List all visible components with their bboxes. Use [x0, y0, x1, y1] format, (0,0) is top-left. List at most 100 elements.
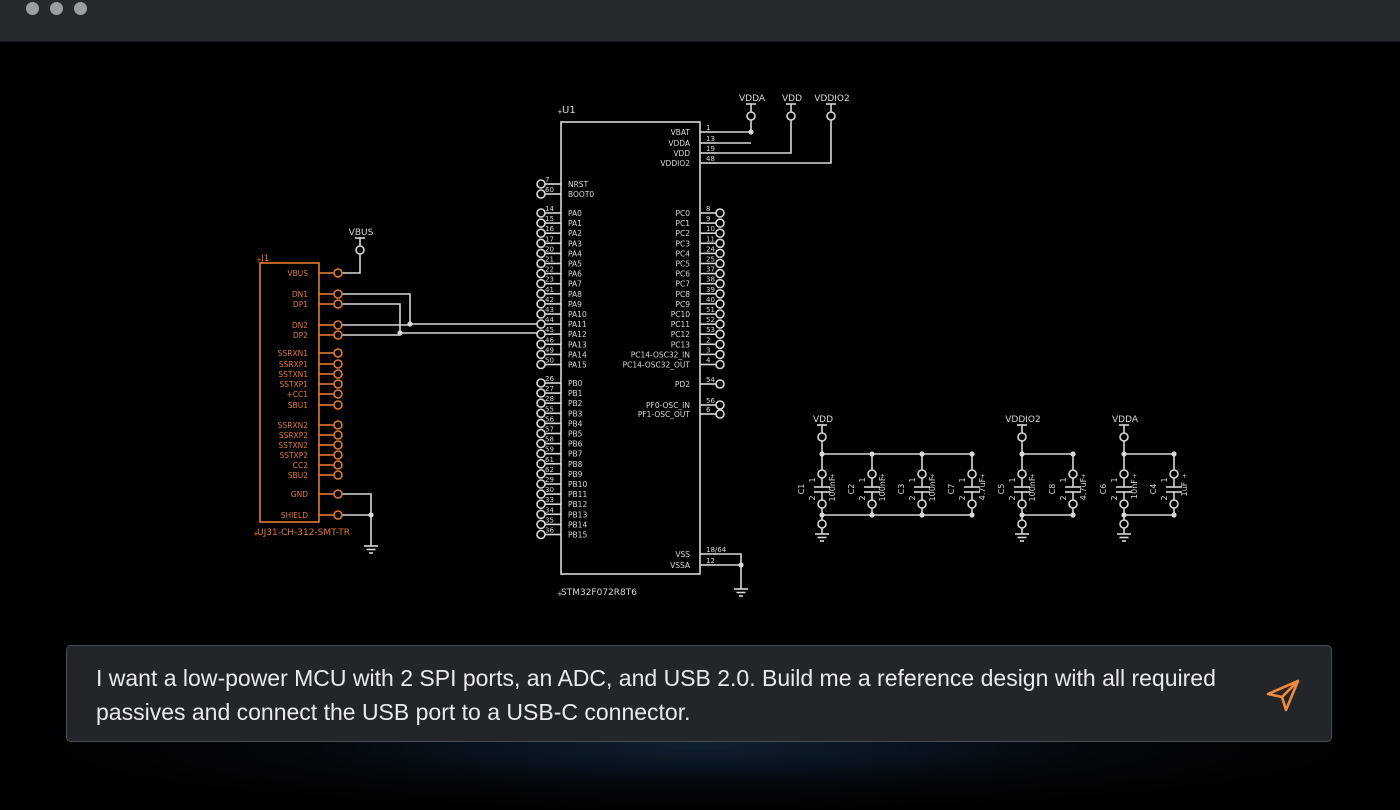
mcu-pin-number: 9 [706, 215, 710, 223]
prompt-box[interactable]: I want a low-power MCU with 2 SPI ports,… [66, 645, 1332, 742]
mcu-pin-name: PC14-OSC32_IN [631, 350, 690, 359]
cap-value: 4.7uF [1079, 477, 1088, 500]
mcu-pin-name: PB6 [568, 440, 583, 449]
mcu-pin-number: 37 [706, 266, 715, 274]
mcu-pin-name: PB1 [568, 389, 583, 398]
cap-pin-end [1017, 499, 1027, 509]
mcu-pin-number: 26 [545, 375, 554, 383]
cap-pin-end [1068, 499, 1078, 509]
mcu-pin-name: PF1-OSC_OUT [638, 410, 691, 419]
mcu-pin-number: 21 [545, 256, 554, 264]
mcu-pin-end [536, 299, 546, 309]
mcu-pin-end [715, 218, 725, 228]
mcu-pin-number: 27 [545, 385, 554, 393]
mcu-pin-name: PB11 [568, 490, 587, 499]
mcu-pin-number: 15 [545, 215, 554, 223]
mcu-pin-number: 28 [545, 395, 554, 403]
usb-c-connector-symbol[interactable]: +J1+UJ31-CH-312-SMT-TRVBUSDN1DP1DN2DP2SS… [253, 254, 350, 538]
usb-pin-name: SSTXN2 [278, 441, 308, 450]
mcu-pin-number: 25 [706, 256, 715, 264]
cap-plus: + [880, 473, 885, 480]
mcu-pin-number: 54 [706, 376, 715, 384]
mcu-pin-number: 2 [706, 336, 710, 344]
mcu-pin-number: 4 [706, 357, 711, 365]
mcu-pin-name: PA4 [568, 249, 582, 258]
mcu-pin-number: 56 [706, 397, 715, 405]
cap-pin-end [1119, 469, 1129, 479]
mcu-pin-end [715, 299, 725, 309]
mcu-pin-number: 57 [545, 426, 554, 434]
usb-pin-name: +CC1 [286, 390, 308, 399]
usb-pin-name: SSRXN1 [278, 349, 308, 358]
dp-wire [342, 303, 537, 334]
power-label: VDDIO2 [1005, 415, 1040, 425]
mcu-pin-number: 8 [706, 205, 710, 213]
mcu-pin-end [536, 479, 546, 489]
mcu-pin-number: 10 [706, 225, 715, 233]
mcu-pin-name: PC9 [675, 300, 690, 309]
mcu-pin-end [536, 349, 546, 360]
usb-pin-end [333, 330, 343, 340]
maximize-dot[interactable] [74, 2, 87, 15]
cap-plus: + [930, 473, 935, 480]
cap-pin-number: 1 [1059, 477, 1068, 482]
mcu-pin-name: NRST [568, 180, 589, 189]
mcu-pin-end [715, 258, 725, 269]
mcu-pin-number: 43 [545, 306, 554, 314]
mcu-pin-end [536, 329, 546, 340]
mcu-pin-name: PB2 [568, 399, 583, 408]
usb-pin-name: DP2 [293, 331, 308, 340]
mcu-pin-number: 51 [706, 306, 715, 314]
mcu-pin-end [536, 278, 546, 289]
mcu-pin-name: PA10 [568, 310, 587, 319]
mcu-pin-name: PB3 [568, 409, 583, 418]
cap-value: 4.7uF [978, 477, 987, 500]
usb-pin-end [333, 289, 343, 299]
mcu-pin-end [536, 388, 546, 398]
cap-pin-end [817, 499, 827, 509]
prompt-text[interactable]: I want a low-power MCU with 2 SPI ports,… [96, 665, 1216, 725]
cap-pin-number: 1 [1110, 477, 1119, 482]
usb-pin-name: SBU2 [288, 471, 308, 480]
mcu-pin-name: PA3 [568, 239, 582, 248]
power-pin [746, 111, 756, 121]
usb-pin-name: CC2 [293, 461, 308, 470]
power-pin [1119, 432, 1129, 442]
mcu-pin-end [536, 418, 546, 429]
mcu-ref: U1 [562, 105, 576, 116]
cap-pin-end [1169, 499, 1179, 509]
mcu-pin-number: 35 [545, 516, 554, 524]
cap-value: 100nF [1028, 476, 1037, 501]
usb-pin-name: DP1 [293, 300, 308, 309]
cap-plus: + [1030, 473, 1035, 480]
mcu-pin-name: PA12 [568, 330, 587, 339]
junction-dot [368, 512, 374, 518]
minimize-dot[interactable] [50, 2, 63, 15]
close-dot[interactable] [26, 2, 39, 15]
cap-pin-number: 2 [958, 495, 967, 500]
cap-ref: C4 [1149, 484, 1158, 495]
mcu-pin-end [536, 398, 546, 409]
cap-ref: C6 [1099, 484, 1108, 495]
mcu-body [560, 121, 701, 575]
mcu-pin-name: PB5 [568, 430, 583, 439]
mcu-pin-end [536, 438, 546, 449]
mcu-pin-number: 58 [545, 436, 554, 444]
cap-pin-end [967, 469, 977, 479]
mcu-pin-number: 16 [545, 225, 554, 233]
power-label: VDDA [739, 94, 766, 104]
send-button[interactable] [1265, 677, 1301, 713]
mcu-pin-end [536, 509, 546, 520]
usb-pin-end [333, 299, 343, 309]
power-label: VDD [782, 94, 802, 104]
mcu-pin-end [715, 329, 725, 340]
send-icon [1266, 679, 1300, 712]
cap-plus: + [1182, 473, 1187, 480]
mcu-pin-end [715, 409, 725, 419]
cap-pin-end [1017, 469, 1027, 479]
mcu-pin-name: VSSA [670, 561, 691, 570]
usb-ref: J1 [260, 254, 269, 264]
